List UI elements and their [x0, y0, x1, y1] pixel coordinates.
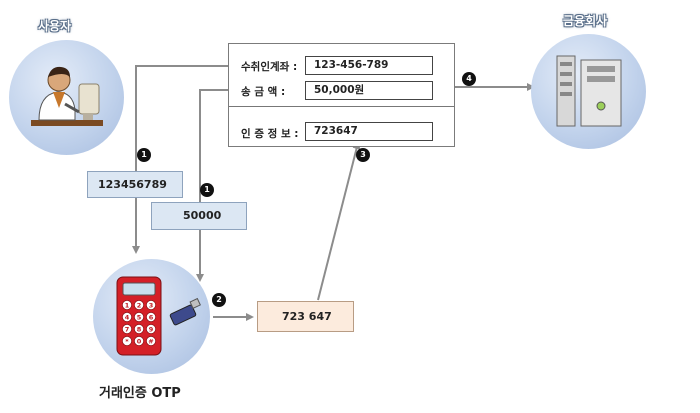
person-at-computer-icon	[31, 66, 103, 126]
otp-label: 거래인증 OTP	[99, 386, 181, 401]
keypad-key-label: 7	[125, 326, 130, 334]
user-circle	[9, 40, 124, 155]
auth-label: 인 증 정 보 :	[241, 128, 299, 140]
bank-label: 금융회사	[563, 14, 608, 28]
keypad-key	[122, 300, 132, 310]
keypad-key-label: 5	[137, 314, 142, 322]
account-note: 123456789	[87, 171, 183, 198]
amount-field[interactable]: 50,000원	[305, 81, 433, 100]
step-4-badge: 4	[462, 72, 476, 86]
keypad-key	[134, 324, 144, 334]
keypad-key-label: #	[148, 338, 153, 346]
step-1-badge: 1	[137, 148, 151, 162]
keypad-key	[146, 324, 156, 334]
account-label: 수취인계좌 :	[241, 61, 298, 73]
transfer-form: 수취인계좌 : 123-456-789 송 금 액 : 50,000원 인 증 …	[228, 43, 455, 147]
keypad-key-label: 8	[137, 326, 142, 334]
keypad-key	[134, 336, 144, 346]
auth-field[interactable]: 723647	[305, 122, 433, 141]
keypad-key	[134, 300, 144, 310]
user-label: 사용자	[38, 19, 72, 33]
keypad-key-label: 3	[149, 302, 154, 310]
keypad-key-label: 4	[125, 314, 130, 322]
keypad-key	[122, 324, 132, 334]
otp-code-note: 723 647	[257, 301, 354, 332]
keypad-key	[122, 312, 132, 322]
keypad-key	[146, 312, 156, 322]
step-3-badge: 3	[356, 148, 370, 162]
keypad-key-label: 9	[149, 326, 154, 334]
keypad-key	[146, 336, 156, 346]
keypad-key-label: *	[125, 338, 129, 346]
step-1-amount-badge: 1	[200, 183, 214, 197]
keypad-key	[122, 336, 132, 346]
keypad-key-label: 0	[137, 338, 142, 346]
keypad-key	[134, 312, 144, 322]
keypad-key-label: 6	[149, 314, 154, 322]
account-field[interactable]: 123-456-789	[305, 56, 433, 75]
form-divider	[229, 106, 454, 107]
keypad-key	[146, 300, 156, 310]
amount-note: 50000	[151, 202, 247, 230]
amount-label: 송 금 액 :	[241, 86, 286, 98]
server-icon	[556, 55, 622, 127]
bank-circle	[531, 34, 646, 149]
step-2-badge: 2	[212, 293, 226, 307]
arrow-code-to-auth	[317, 141, 361, 301]
keypad-key-label: 1	[125, 302, 130, 310]
keypad-key-label: 2	[137, 302, 142, 310]
